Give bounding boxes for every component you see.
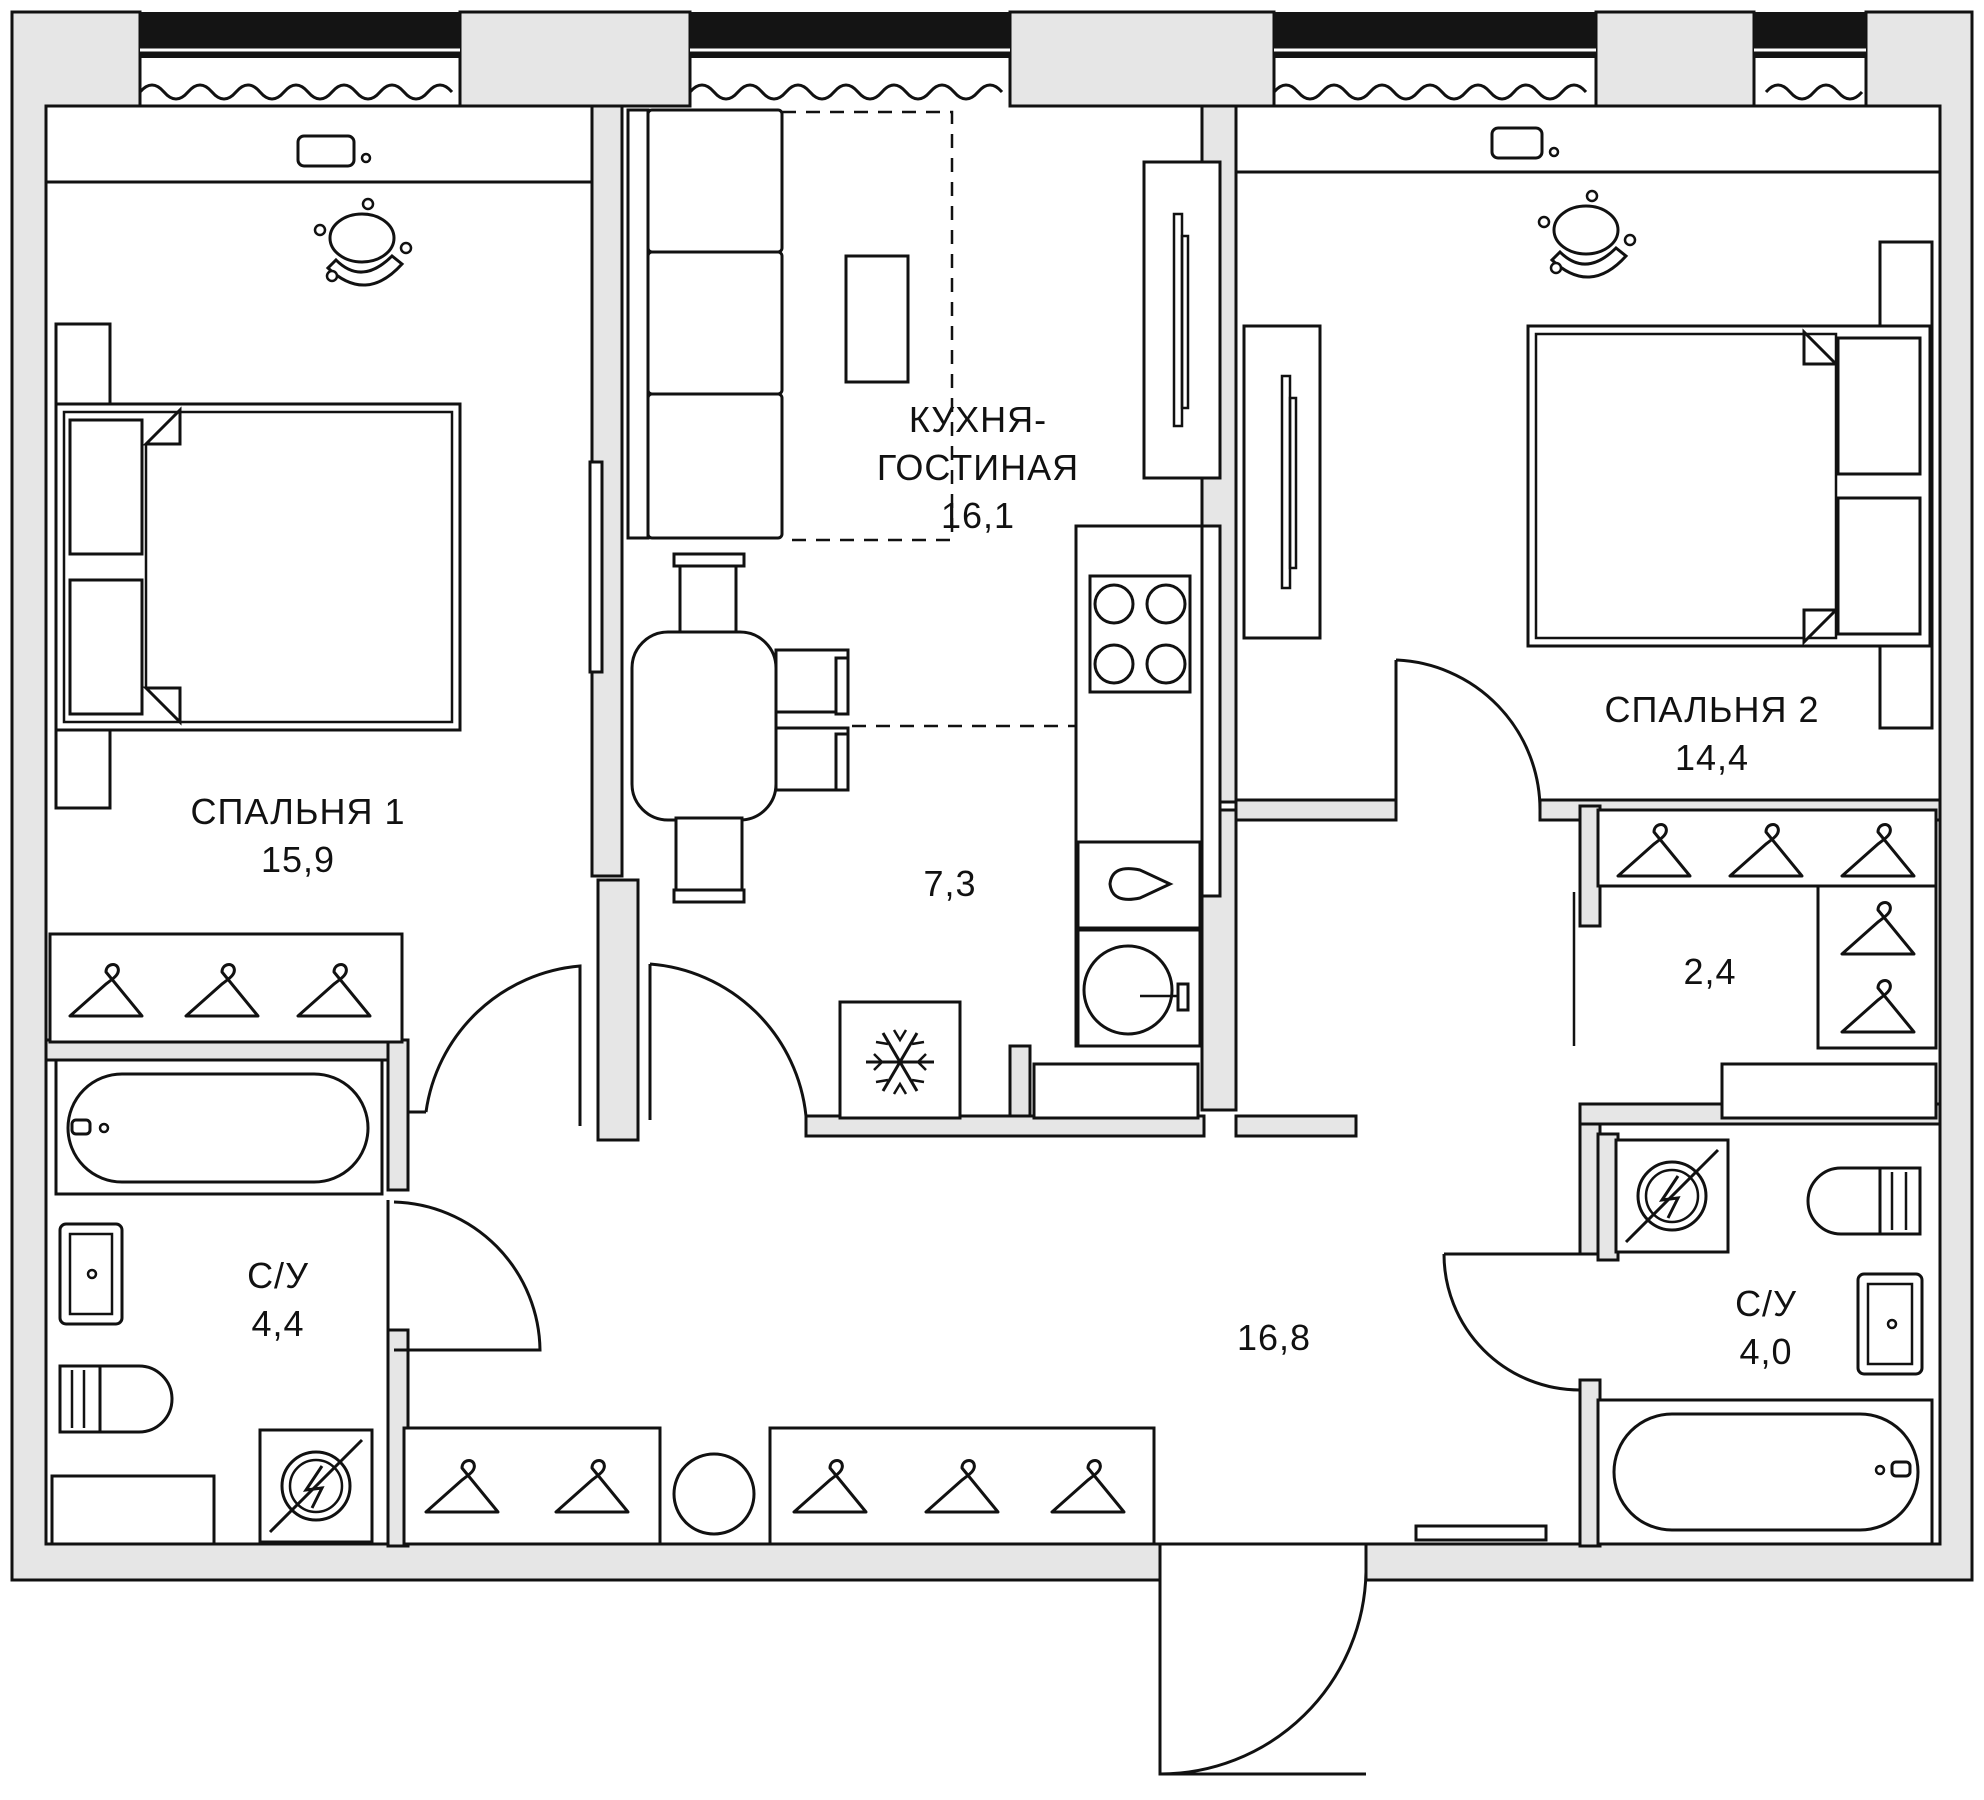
chair-icon [1537, 189, 1637, 279]
room-labels: СПАЛЬНЯ 1 15,9 КУХНЯ- ГОСТИНАЯ 16,1 7,3 … [191, 399, 1820, 1372]
boiler-icon [1614, 1138, 1730, 1254]
bedroom1-area: 15,9 [261, 839, 335, 880]
bedroom2-name: СПАЛЬНЯ 2 [1605, 689, 1820, 730]
doors [386, 658, 1581, 1776]
living-name-line2: ГОСТИНАЯ [877, 447, 1079, 488]
hall-furniture [402, 1426, 1548, 1546]
snowflake-icon [866, 1029, 934, 1095]
living-area: 16,1 [941, 495, 1015, 536]
door-bedroom2[interactable] [1394, 658, 1542, 811]
bath1-name: С/У [247, 1255, 309, 1296]
closet-area: 2,4 [1683, 951, 1736, 992]
bath1-area: 4,4 [251, 1303, 304, 1344]
bath2-name: С/У [1735, 1283, 1797, 1324]
bath1-furniture [50, 1058, 384, 1546]
door-bath1[interactable] [386, 1200, 542, 1352]
door-bedroom1[interactable] [406, 964, 582, 1126]
dining-area: 7,3 [923, 863, 976, 904]
door-bath2[interactable] [1442, 1252, 1581, 1392]
bath2-furniture [1596, 1138, 1934, 1546]
living-name-line1: КУХНЯ- [909, 399, 1047, 440]
closet-furniture [1572, 808, 1938, 1120]
hall-area: 16,8 [1237, 1317, 1311, 1358]
boiler-icon [258, 1428, 374, 1544]
living-furniture [626, 108, 1222, 1120]
bedroom2-furniture [1234, 104, 1942, 730]
bedroom1-name: СПАЛЬНЯ 1 [191, 791, 406, 832]
door-living[interactable] [648, 962, 808, 1120]
bath2-area: 4,0 [1739, 1331, 1792, 1372]
chair-icon [313, 197, 413, 287]
entrance-door[interactable] [1158, 1544, 1368, 1776]
bedroom2-area: 14,4 [1675, 737, 1749, 778]
windows [138, 12, 1866, 101]
bedroom1-furniture [44, 104, 604, 1044]
